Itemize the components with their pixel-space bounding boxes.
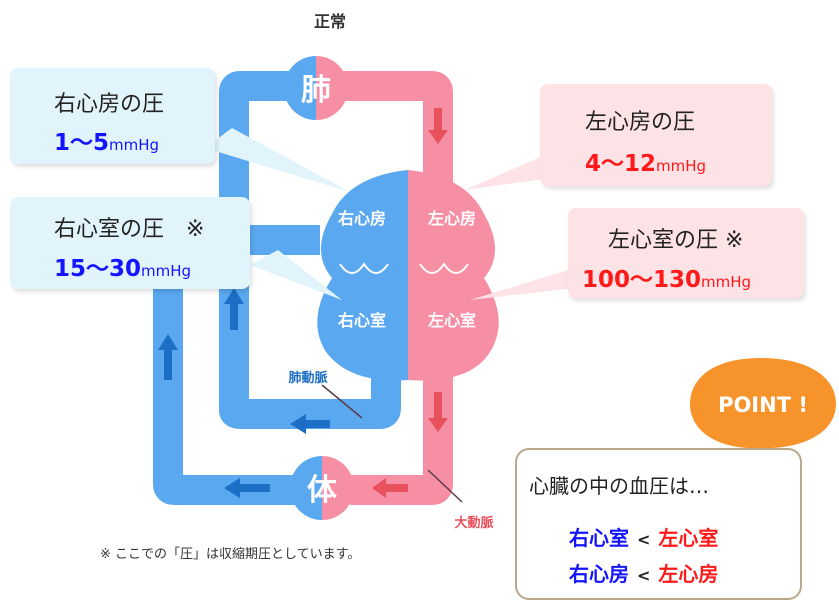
leader-line <box>321 384 363 419</box>
comparison-left: 右心室 <box>569 526 629 550</box>
comparison-right: 左心房 <box>658 562 719 586</box>
callout-left-ventricle: 左心室の圧 ※ 100〜130mmHg <box>568 208 804 298</box>
point-box: 心臓の中の血圧は… 右心室 < 左心室 右心房 < 左心房 <box>515 448 802 600</box>
pulmonary-vein-vessel <box>219 71 401 429</box>
body-label: 体 <box>307 473 338 508</box>
callout-value: 100〜130mmHg <box>582 267 752 293</box>
callout-right-atrium: 右心房の圧 1〜5mmHg <box>10 68 215 164</box>
left-atrium-label: 左心房 <box>427 209 476 228</box>
point-badge: POINT ! <box>718 393 808 417</box>
heart-valves <box>339 262 469 274</box>
comparison-row: 右心室 < 左心室 <box>569 522 718 551</box>
arrow-up-icon <box>224 288 244 330</box>
pulmonary-return-vessel <box>330 71 453 200</box>
callout-label: 左心室の圧 ※ <box>608 228 744 253</box>
aorta-label: 大動脈 <box>454 515 493 531</box>
arrow-up-icon <box>158 334 178 380</box>
point-title: 心臓の中の血圧は… <box>529 474 709 498</box>
arrow-left-icon <box>372 478 408 498</box>
callout-label: 左心房の圧 <box>585 110 696 135</box>
lung-circle <box>284 56 348 120</box>
lung-label: 肺 <box>301 73 331 108</box>
comparison-row: 右心房 < 左心房 <box>569 558 718 587</box>
leader-line <box>427 469 463 503</box>
diagram-title: 正常 <box>313 12 346 31</box>
comparison-operator: < <box>637 566 651 585</box>
arrow-down-icon <box>428 108 448 144</box>
left-ventricle-label: 左心室 <box>427 311 476 330</box>
callout-pointer <box>470 268 600 300</box>
callout-pointer <box>250 250 342 300</box>
callout-label: 右心房の圧 <box>54 92 165 117</box>
comparison-operator: < <box>637 530 651 549</box>
point-speech-bubble <box>690 358 836 480</box>
arrow-left-icon <box>224 478 270 498</box>
comparison-right: 左心室 <box>658 526 719 550</box>
arrow-left-icon <box>290 414 330 434</box>
comparison-left: 右心房 <box>569 562 629 586</box>
callout-value: 4〜12mmHg <box>585 151 707 177</box>
pulmonary-artery-label: 肺動脈 <box>288 370 327 386</box>
callout-pointer <box>205 128 350 192</box>
callout-label: 右心室の圧 ※ <box>54 217 205 242</box>
heart-right-side <box>317 170 408 381</box>
body-circle <box>290 456 354 520</box>
callout-right-ventricle: 右心室の圧 ※ 15〜30mmHg <box>10 197 250 289</box>
footnote: ※ ここでの「圧」は収縮期圧としています。 <box>100 547 361 562</box>
arrow-down-icon <box>428 392 448 432</box>
right-atrium-label: 右心房 <box>338 209 386 228</box>
right-ventricle-label: 右心室 <box>338 311 386 330</box>
callout-value: 1〜5mmHg <box>54 130 160 156</box>
callout-value: 15〜30mmHg <box>54 256 192 282</box>
callout-left-atrium: 左心房の圧 4〜12mmHg <box>540 84 772 186</box>
heart-left-side <box>408 170 499 381</box>
